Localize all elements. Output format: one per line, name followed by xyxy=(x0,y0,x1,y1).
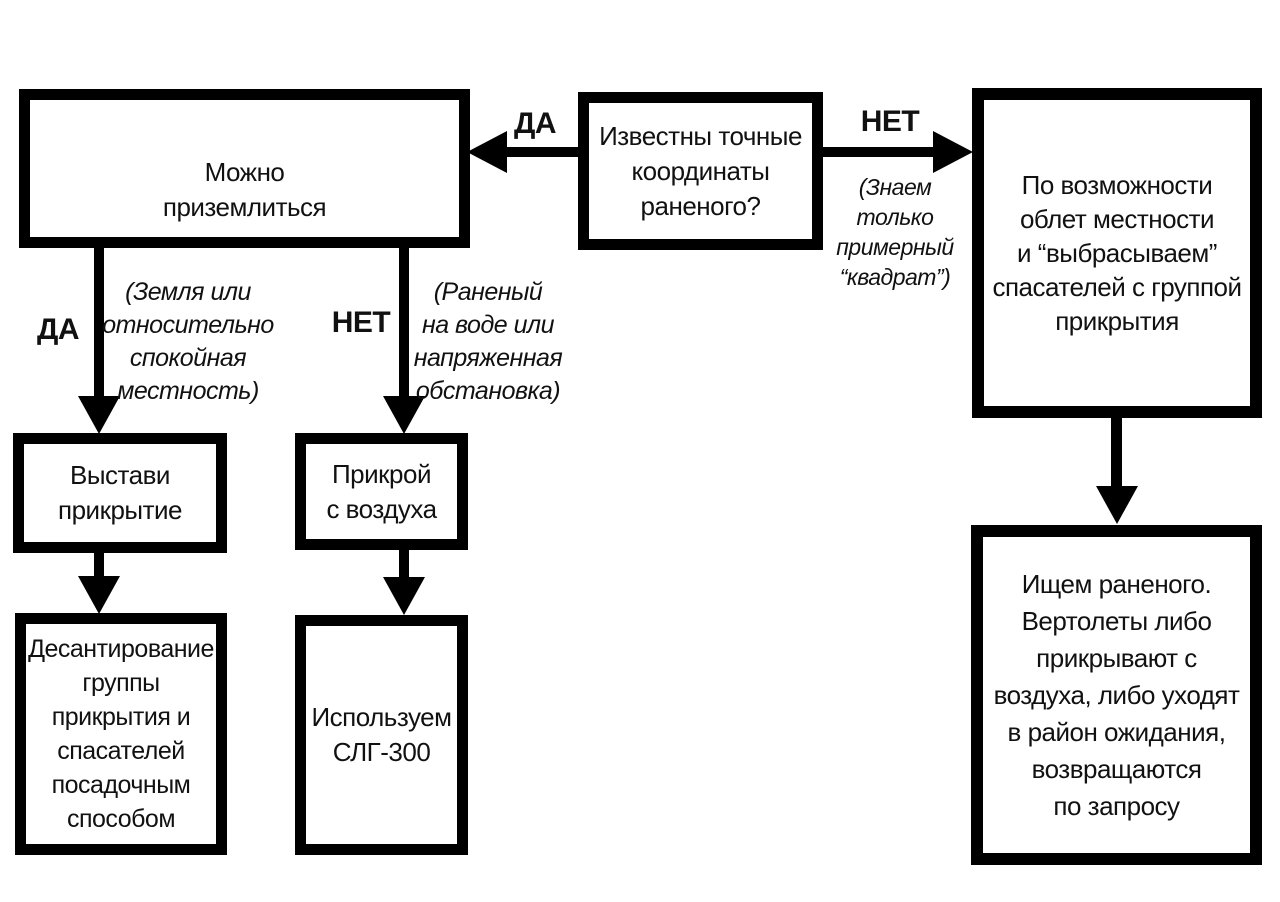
annotation-approx-square: (Знаем только примерный “квадрат”) xyxy=(836,174,954,290)
node-landing-deploy: Десантирование группы прикрытия и спасат… xyxy=(15,613,227,855)
arrow-coverair-slg-head-icon xyxy=(383,577,425,615)
arrow-overfly-search-shaft xyxy=(1111,418,1122,488)
annotation-calm-terrain: (Земля или относительно спокойная местно… xyxy=(102,278,274,405)
arrow-no-shaft xyxy=(823,147,935,157)
arrow-yes-branch-shaft xyxy=(94,248,104,398)
node-use-slg300: Используем СЛГ-300 xyxy=(295,615,468,855)
arrow-no-head-icon xyxy=(933,131,973,173)
node-can-land: Можно приземлиться xyxy=(19,89,470,248)
arrow-yes-head-icon xyxy=(467,131,507,173)
annotation-water-or-tense: (Раненый на воде или напряженная обстано… xyxy=(413,278,563,405)
node-set-cover: Выстави прикрытие xyxy=(13,433,227,553)
arrow-no-branch-head-icon xyxy=(383,396,425,434)
node-search-wounded: Ищем раненого. Вертолеты либо прикрывают… xyxy=(971,525,1262,865)
label-yes-top: ДА xyxy=(513,107,557,140)
label-yes-branch: ДА xyxy=(36,313,80,346)
arrow-setcover-deploy-head-icon xyxy=(78,576,120,614)
arrow-overfly-search-head-icon xyxy=(1096,486,1138,524)
node-overfly-area: По возможности облет местности и “выбрас… xyxy=(972,88,1262,418)
arrow-yes-branch-head-icon xyxy=(78,396,120,434)
arrow-yes-shaft xyxy=(502,147,578,157)
node-cover-from-air: Прикрой с воздуха xyxy=(295,433,468,550)
label-no-branch: НЕТ xyxy=(331,306,391,339)
arrow-setcover-deploy-shaft xyxy=(94,553,104,579)
node-known-coords: Известны точные координаты раненого? xyxy=(578,92,823,250)
label-no-top: НЕТ xyxy=(860,105,920,138)
arrow-no-branch-shaft xyxy=(399,248,409,398)
arrow-coverair-slg-shaft xyxy=(399,550,409,579)
